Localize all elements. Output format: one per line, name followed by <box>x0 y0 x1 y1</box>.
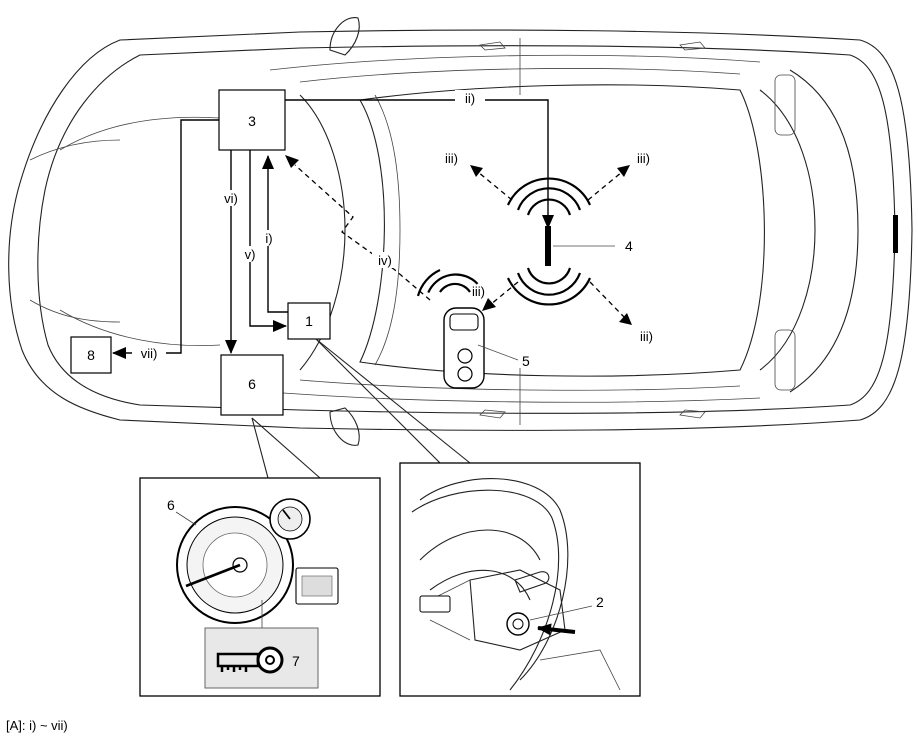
meter-cluster-inset: 6 7 <box>139 477 381 697</box>
signal-vii-line: vii) <box>112 119 219 361</box>
signal-vi-line: vi) <box>220 150 242 354</box>
svg-text:vii): vii) <box>141 346 158 361</box>
component-8-box: 8 <box>70 336 112 374</box>
svg-text:4: 4 <box>625 238 633 254</box>
svg-text:5: 5 <box>522 353 530 369</box>
signal-v-line: v) <box>241 150 287 332</box>
svg-text:3: 3 <box>248 113 256 129</box>
signal-iii-lower-right: iii) <box>589 281 653 344</box>
svg-text:iv): iv) <box>378 253 392 268</box>
ignition-inset: 2 <box>399 462 641 697</box>
svg-text:iii): iii) <box>640 329 653 344</box>
svg-text:vi): vi) <box>224 191 238 206</box>
svg-text:i): i) <box>265 231 272 246</box>
svg-text:8: 8 <box>87 347 95 363</box>
signal-ii-line: ii) <box>285 90 554 229</box>
svg-text:2: 2 <box>596 594 604 610</box>
signal-i-line: i) <box>262 155 288 313</box>
svg-text:iii): iii) <box>445 151 458 166</box>
antenna-4: 4 <box>506 177 633 306</box>
key-indicator-icon <box>216 646 284 674</box>
signal-iii-upper-left: iii) <box>445 151 513 201</box>
signal-iv-line: iv) <box>285 155 431 301</box>
svg-text:6: 6 <box>248 376 256 392</box>
signal-iii-lower-left: iii) <box>472 281 519 311</box>
svg-text:1: 1 <box>305 313 313 329</box>
svg-text:ii): ii) <box>465 91 475 106</box>
svg-text:7: 7 <box>292 653 300 669</box>
svg-text:iii): iii) <box>472 284 485 299</box>
svg-text:v): v) <box>245 247 256 262</box>
inset-leader-lines <box>140 338 495 479</box>
component-3-box: 3 <box>218 89 286 151</box>
svg-text:6: 6 <box>167 497 175 513</box>
svg-text:iii): iii) <box>637 151 650 166</box>
car-outline <box>8 17 913 446</box>
component-6-box: 6 <box>220 354 284 416</box>
component-1-box: 1 <box>287 302 331 340</box>
key-fob-5: 5 <box>416 268 530 389</box>
figure-caption: [A]: i) ~ vii) <box>6 718 68 733</box>
signal-iii-upper-right: iii) <box>587 151 650 201</box>
